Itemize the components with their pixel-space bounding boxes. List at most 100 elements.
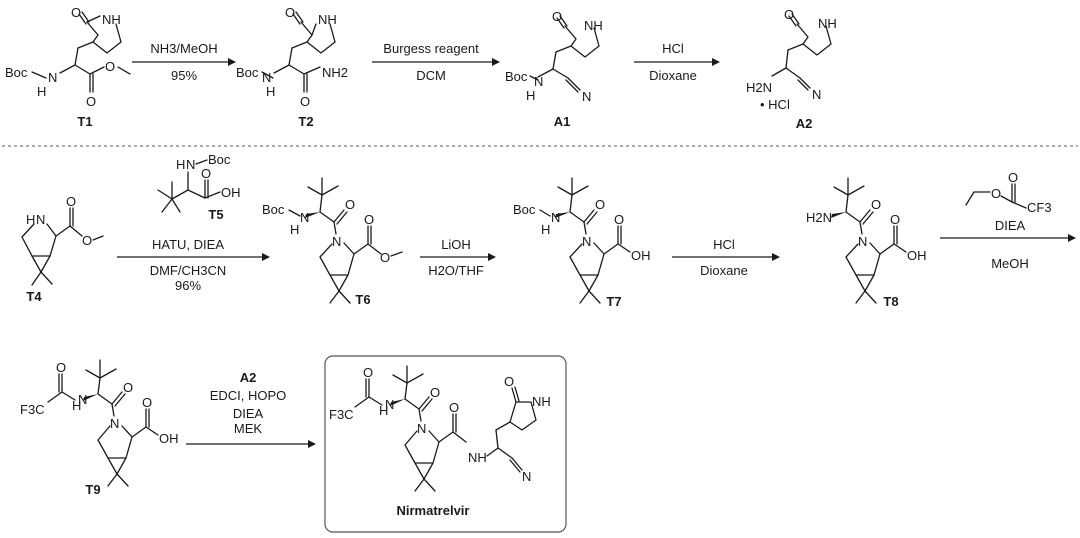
atom-H: H bbox=[290, 222, 299, 237]
atom-H: H bbox=[176, 157, 185, 172]
atom-OH: OH bbox=[631, 248, 651, 263]
atom-N: N bbox=[812, 87, 821, 102]
label-T8: T8 bbox=[883, 294, 898, 309]
atom-O: O bbox=[105, 59, 115, 74]
atom-Boc: Boc bbox=[505, 69, 528, 84]
atom-H: H bbox=[37, 84, 46, 99]
atom-O: O bbox=[364, 212, 374, 227]
atom-N: N bbox=[417, 421, 426, 436]
atom-O: O bbox=[142, 395, 152, 410]
label-T6: T6 bbox=[355, 292, 370, 307]
atom-NH2: NH2 bbox=[322, 65, 348, 80]
atom-N: N bbox=[582, 234, 591, 249]
atom-O: O bbox=[871, 197, 881, 212]
atom-H: H bbox=[526, 88, 535, 103]
atom-N: N bbox=[534, 74, 543, 89]
atom-Boc: Boc bbox=[513, 202, 536, 217]
step-8-coupling: EDCI, HOPO bbox=[210, 388, 287, 403]
label-T4: T4 bbox=[26, 289, 42, 304]
atom-O: O bbox=[595, 197, 605, 212]
compound-T7: Boc H N O N O OH T7 bbox=[513, 177, 651, 309]
step-7: O O CF3 DIEA MeOH bbox=[940, 170, 1076, 271]
label-nirmatrelvir: Nirmatrelvir bbox=[397, 503, 470, 518]
compound-T6: Boc H N O N O O T6 bbox=[262, 177, 403, 307]
atom-O: O bbox=[71, 5, 81, 20]
atom-O: O bbox=[123, 380, 133, 395]
compound-T1: O NH O O Boc H N T1 bbox=[5, 5, 131, 129]
step-1-reagent: NH3/MeOH bbox=[150, 41, 217, 56]
compound-T2: O NH O NH2 Boc H N T2 bbox=[236, 5, 348, 129]
step-5-solvent: H2O/THF bbox=[428, 263, 484, 278]
step-2: Burgess reagent DCM bbox=[372, 41, 500, 83]
atom-Boc: Boc bbox=[5, 65, 28, 80]
product-box: H N O F3C O N O NH O NH N bbox=[324, 355, 567, 533]
atom-O: O bbox=[380, 250, 390, 265]
step-8: A2 EDCI, HOPO DIEA MEK bbox=[186, 370, 316, 448]
atom-O: O bbox=[363, 365, 373, 380]
atom-F3C: F3C bbox=[20, 402, 45, 417]
atom-HCl-salt: • HCl bbox=[760, 97, 790, 112]
atom-O: O bbox=[991, 186, 1001, 201]
atom-O: O bbox=[285, 5, 295, 20]
atom-O: O bbox=[504, 374, 514, 389]
step-5: LiOH H2O/THF bbox=[420, 237, 496, 278]
atom-O: O bbox=[552, 9, 562, 24]
label-T2: T2 bbox=[298, 114, 313, 129]
atom-NH: NH bbox=[584, 18, 603, 33]
atom-O: O bbox=[56, 360, 66, 375]
label-A2: A2 bbox=[796, 116, 813, 131]
atom-N: N bbox=[385, 397, 394, 412]
step-4-solvent: DMF/CH3CN bbox=[150, 263, 227, 278]
atom-NH: NH bbox=[818, 16, 837, 31]
atom-Boc: Boc bbox=[236, 65, 259, 80]
compound-A2: O NH N H2N • HCl A2 bbox=[746, 7, 837, 131]
atom-N: N bbox=[186, 157, 195, 172]
atom-O: O bbox=[201, 166, 211, 181]
atom-O: O bbox=[449, 400, 459, 415]
atom-N: N bbox=[858, 234, 867, 249]
step-4: H N Boc O OH T5 HATU, DIEA DMF/CH3CN 96% bbox=[117, 152, 270, 293]
step-8-reagent-A2: A2 bbox=[240, 370, 257, 385]
step-2-solvent: DCM bbox=[416, 68, 446, 83]
step-6: HCl Dioxane bbox=[672, 237, 780, 278]
atom-O: O bbox=[82, 233, 92, 248]
atom-O: O bbox=[300, 94, 310, 109]
step-6-solvent: Dioxane bbox=[700, 263, 748, 278]
atom-N: N bbox=[332, 234, 341, 249]
label-T1: T1 bbox=[77, 114, 92, 129]
atom-OH: OH bbox=[907, 248, 927, 263]
atom-O: O bbox=[1008, 170, 1018, 185]
step-3: HCl Dioxane bbox=[634, 41, 720, 83]
step-3-solvent: Dioxane bbox=[649, 68, 697, 83]
compound-T9: H N O F3C O N O OH T9 bbox=[20, 359, 179, 497]
atom-O: O bbox=[86, 94, 96, 109]
atom-N: N bbox=[582, 89, 591, 104]
atom-N: N bbox=[78, 392, 87, 407]
atom-H: H bbox=[266, 84, 275, 99]
step-1: NH3/MeOH 95% bbox=[132, 41, 236, 83]
atom-O: O bbox=[890, 212, 900, 227]
atom-CF3: CF3 bbox=[1027, 200, 1052, 215]
atom-N: N bbox=[262, 70, 271, 85]
atom-O: O bbox=[784, 7, 794, 22]
atom-H: H bbox=[26, 212, 35, 227]
atom-Boc: Boc bbox=[208, 152, 231, 167]
step-8-solvent: MEK bbox=[234, 421, 263, 436]
atom-H: H bbox=[379, 403, 388, 418]
step-7-solvent: MeOH bbox=[991, 256, 1029, 271]
compound-A1: O NH N Boc H N A1 bbox=[505, 9, 603, 129]
step-6-reagent: HCl bbox=[713, 237, 735, 252]
compound-T4: O O H N T4 bbox=[21, 194, 104, 304]
atom-N: N bbox=[522, 469, 531, 484]
atom-H2N: H2N bbox=[806, 210, 832, 225]
atom-N: N bbox=[551, 210, 560, 225]
step-5-reagent: LiOH bbox=[441, 237, 471, 252]
atom-OH: OH bbox=[159, 431, 179, 446]
step-4-reagent: HATU, DIEA bbox=[152, 237, 224, 252]
atom-H: H bbox=[541, 222, 550, 237]
atom-OH: OH bbox=[221, 185, 241, 200]
atom-N: N bbox=[48, 70, 57, 85]
atom-F3C: F3C bbox=[329, 407, 354, 422]
atom-NH: NH bbox=[532, 394, 551, 409]
